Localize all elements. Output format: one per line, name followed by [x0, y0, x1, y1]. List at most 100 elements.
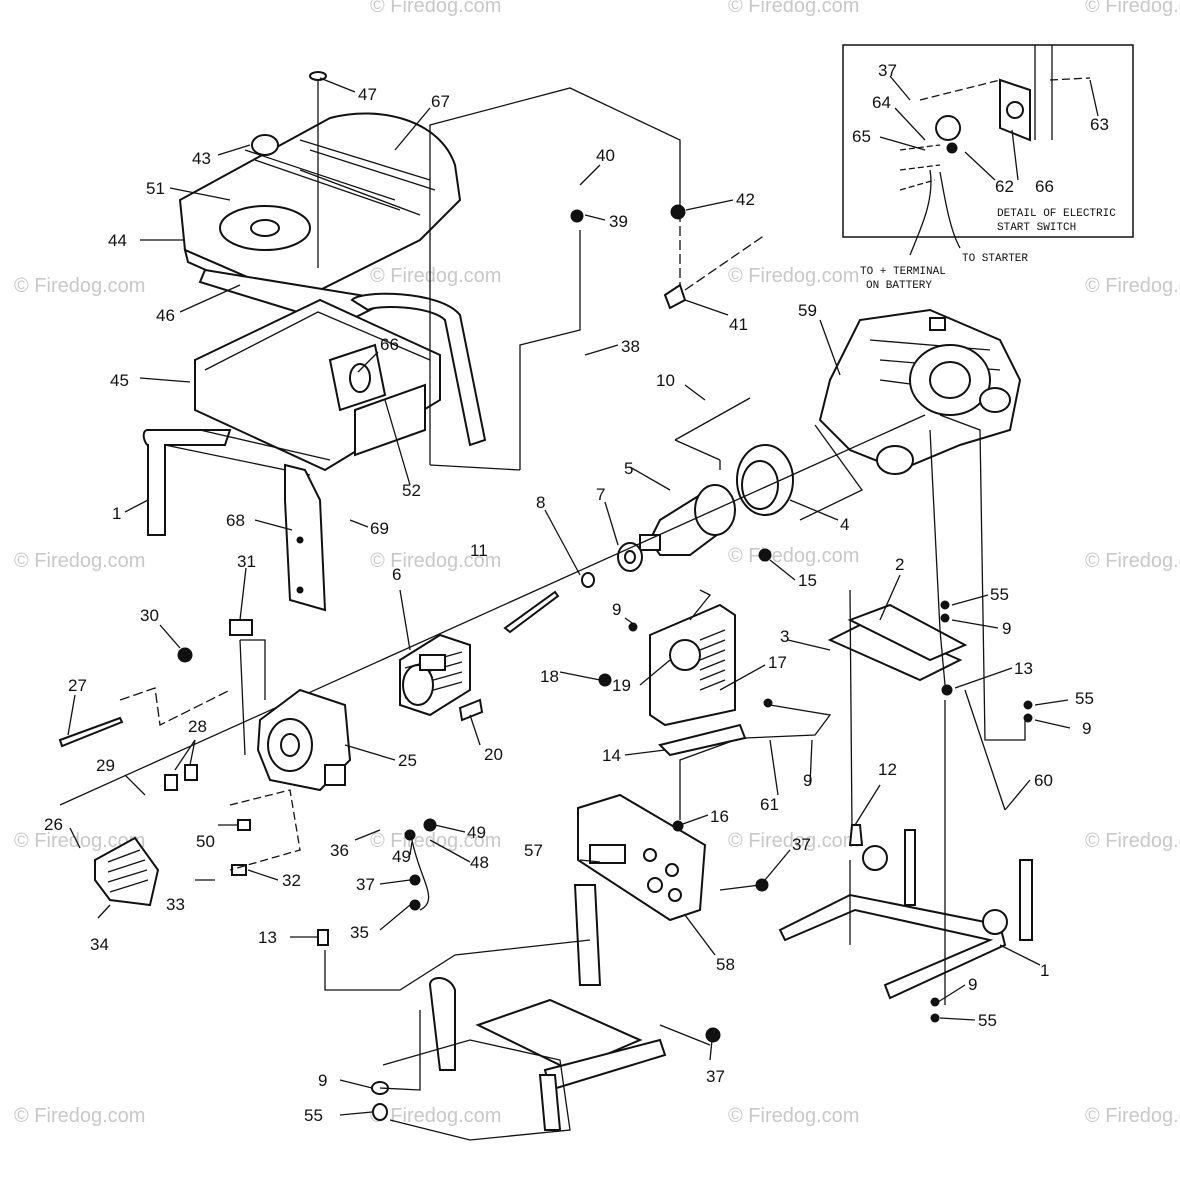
callout-1: 1: [112, 504, 121, 523]
callout-36: 36: [330, 841, 349, 860]
callout-16: 16: [710, 807, 729, 826]
washer-8: [581, 572, 595, 588]
callout-43: 43: [192, 149, 211, 168]
callout-47: 47: [358, 85, 377, 104]
callout-37c: 37: [878, 61, 897, 80]
callout-60: 60: [1034, 771, 1053, 790]
callout-68: 68: [226, 511, 245, 530]
watermark: © Firedog.com: [1085, 0, 1180, 17]
callout-9-right2: 9: [1082, 719, 1091, 738]
rotor-5: [639, 484, 736, 556]
watermark: © Firedog.com: [728, 545, 859, 567]
callout-11: 11: [470, 541, 488, 560]
callout-18: 18: [540, 667, 559, 686]
watermark: © Firedog.com: [1085, 275, 1180, 297]
callout-6: 6: [392, 565, 401, 584]
inset-title-line2: START SWITCH: [997, 222, 1076, 234]
tank-tray: [194, 298, 441, 472]
callout-12: 12: [878, 760, 897, 779]
callout-2: 2: [895, 555, 904, 574]
callout-15: 15: [798, 571, 817, 590]
callout-5: 5: [624, 459, 633, 478]
callout-39: 39: [609, 212, 628, 231]
callout-52: 52: [402, 481, 421, 500]
callout-59: 59: [798, 301, 817, 320]
callout-67: 67: [431, 92, 450, 111]
callout-9-right: 9: [1002, 619, 1011, 638]
watermark: © Firedog.com: [14, 1105, 145, 1127]
callout-37: 37: [356, 875, 375, 894]
wiring-lines: [119, 87, 1026, 1141]
callout-10: 10: [656, 371, 675, 390]
inset-note-battery-line2: ON BATTERY: [866, 280, 932, 292]
watermark: © Firedog.com: [1085, 550, 1180, 572]
callout-14: 14: [602, 746, 621, 765]
frame-upper: [142, 292, 487, 536]
watermark: © Firedog.com: [14, 830, 145, 852]
callout-labels: 47 67 43 51 44 46 45 66 52 1 68 69 40 39…: [44, 61, 1109, 1125]
watermark: © Firedog.com: [728, 0, 859, 17]
stator-ring-4: [736, 444, 794, 516]
callout-25: 25: [398, 751, 417, 770]
watermark: © Firedog.com: [728, 830, 859, 852]
callout-9: 9: [612, 600, 621, 619]
watermark: © Firedog.com: [370, 1105, 501, 1127]
callout-51: 51: [146, 179, 165, 198]
engine-59: [818, 308, 1022, 475]
callout-9-mid: 9: [803, 771, 812, 790]
watermark: © Firedog.com: [728, 1105, 859, 1127]
callout-38: 38: [621, 337, 640, 356]
callout-35: 35: [350, 923, 369, 942]
callout-55-bottom: 55: [978, 1011, 997, 1030]
callout-50: 50: [196, 832, 215, 851]
bracket-14: [658, 723, 747, 757]
callout-28: 28: [188, 717, 207, 736]
callout-62: 62: [995, 177, 1014, 196]
watermark: © Firedog.com: [1085, 1105, 1180, 1127]
watermark: © Firedog.com: [14, 550, 145, 572]
callout-27: 27: [68, 676, 87, 695]
stator-6: [399, 633, 471, 717]
callout-8: 8: [536, 493, 545, 512]
inset-electric-start-switch: DETAIL OF ELECTRIC START SWITCH TO START…: [842, 44, 1134, 292]
callout-42: 42: [736, 190, 755, 209]
callout-19: 19: [612, 676, 631, 695]
callout-17: 17: [768, 653, 787, 672]
plate-2: [847, 603, 968, 662]
frame-lower-right: [778, 829, 1033, 1000]
callout-66b: 66: [1035, 177, 1054, 196]
callout-13-left: 13: [258, 928, 277, 947]
watermark: © Firedog.com: [370, 830, 501, 852]
callout-58: 58: [716, 955, 735, 974]
bolt-11: [503, 590, 560, 634]
watermarks: © Firedog.com © Firedog.com © Firedog.co…: [14, 0, 1180, 1127]
bracket-68: [284, 463, 327, 612]
callout-40: 40: [596, 146, 615, 165]
callout-46: 46: [156, 306, 175, 325]
callout-57: 57: [524, 841, 543, 860]
callout-29: 29: [96, 756, 115, 775]
watermark: © Firedog.com: [728, 265, 859, 287]
callout-63: 63: [1090, 115, 1109, 134]
callout-37-bottom: 37: [706, 1067, 725, 1086]
callout-1-right: 1: [1040, 961, 1049, 980]
watermark: © Firedog.com: [14, 275, 145, 297]
callout-13: 13: [1014, 659, 1033, 678]
control-panel-57: [577, 793, 707, 922]
watermark: © Firedog.com: [370, 550, 501, 572]
grille-34: [94, 836, 160, 907]
inset-note-battery-line1: TO + TERMINAL: [860, 266, 946, 278]
callout-69: 69: [370, 519, 389, 538]
callout-48: 48: [470, 853, 489, 872]
callout-64: 64: [872, 93, 891, 112]
watermark: © Firedog.com: [370, 0, 501, 17]
callout-34: 34: [90, 935, 109, 954]
callout-49-b: 49: [392, 847, 411, 866]
callout-65: 65: [852, 127, 871, 146]
callout-7: 7: [596, 485, 605, 504]
callout-26: 26: [44, 815, 63, 834]
callout-41: 41: [729, 315, 748, 334]
callout-30: 30: [140, 606, 159, 625]
callout-37b: 37: [792, 835, 811, 854]
control-box-17: [649, 603, 736, 727]
